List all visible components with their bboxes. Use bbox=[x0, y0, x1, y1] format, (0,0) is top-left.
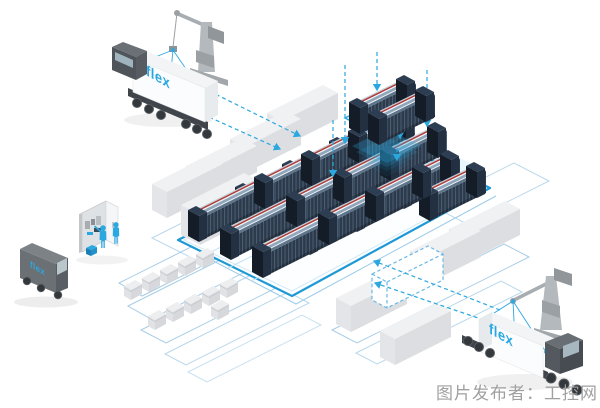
delivery-truck-bottom-right: flex bbox=[462, 268, 583, 396]
crane-icon bbox=[510, 268, 576, 346]
floating-rack-module bbox=[343, 75, 435, 177]
watermark-caption: 图片发布者：工控网 bbox=[436, 384, 598, 403]
truck-cab bbox=[112, 42, 147, 80]
truck-cab bbox=[545, 333, 583, 374]
windshield bbox=[115, 52, 133, 68]
truck-trailer: flex bbox=[478, 312, 556, 379]
windshield bbox=[57, 258, 67, 275]
flex-van: flex bbox=[14, 243, 78, 308]
worker-arm bbox=[94, 225, 101, 232]
windshield bbox=[563, 340, 579, 358]
crane-icon bbox=[169, 10, 228, 86]
delivery-truck-top-left: flex bbox=[112, 10, 228, 139]
toolbox bbox=[86, 245, 97, 256]
control-panel bbox=[79, 200, 119, 253]
technician-scene bbox=[76, 200, 128, 265]
container bbox=[380, 303, 451, 365]
worker-figure bbox=[99, 225, 107, 248]
van-wheels bbox=[22, 276, 63, 300]
container-outline-ghost bbox=[371, 245, 444, 309]
truck-trailer: flex bbox=[132, 51, 218, 123]
truck-wheels bbox=[463, 336, 583, 396]
container-cluster-right bbox=[336, 201, 520, 365]
truck-wheels bbox=[132, 98, 212, 139]
